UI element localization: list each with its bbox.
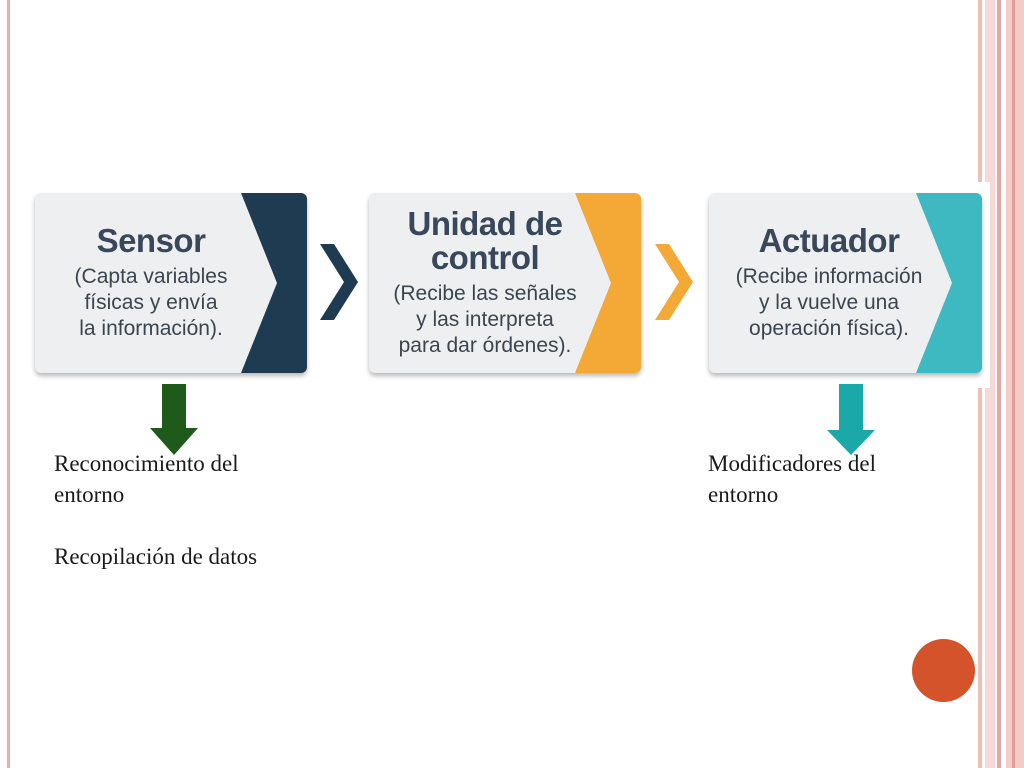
sensor-box: Sensor (Capta variables físicas y envía … xyxy=(35,193,307,373)
control-unit-description: (Recibe las señales y las interpreta par… xyxy=(393,282,577,357)
actuator-description: (Recibe información y la vuelve una oper… xyxy=(735,265,923,340)
slide-left-border xyxy=(7,0,10,768)
slide-right-border xyxy=(1012,0,1015,768)
actuator-note: Modificadores del entorno xyxy=(708,451,876,507)
actuator-box: Actuador (Recibe información y la vuelve… xyxy=(709,193,982,373)
slide-right-border xyxy=(985,0,995,768)
control-unit-accent-stripe xyxy=(575,193,641,373)
sensor-description: (Capta variables físicas y envía la info… xyxy=(74,265,228,340)
control-unit-title: Unidad de control xyxy=(407,205,563,276)
arrow-down-icon xyxy=(150,384,198,455)
slide-right-border xyxy=(1006,0,1024,768)
chevron-right-icon xyxy=(655,244,693,320)
actuator-accent-stripe xyxy=(916,193,982,373)
sensor-accent-stripe xyxy=(241,193,307,373)
chevron-right-icon xyxy=(320,244,358,320)
actuator-title: Actuador xyxy=(758,222,900,259)
control-unit-box: Unidad de control (Recibe las señales y … xyxy=(369,193,641,373)
sensor-title: Sensor xyxy=(96,222,206,259)
slide-accent-circle xyxy=(912,639,975,702)
arrow-down-icon xyxy=(827,384,875,455)
sensor-note: Reconocimiento del entorno Recopilación … xyxy=(54,451,258,569)
slide-right-border xyxy=(997,0,1001,768)
